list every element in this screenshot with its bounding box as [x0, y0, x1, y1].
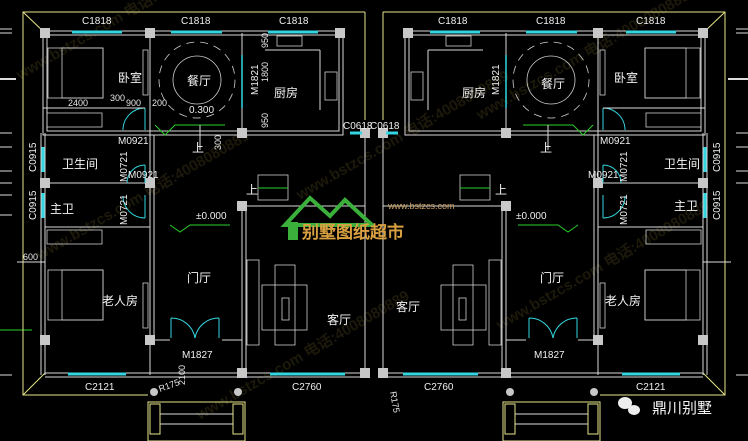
door-label: M1827	[182, 350, 213, 361]
dimension-label: 1800	[260, 62, 270, 82]
room-label-kitchen: 厨房	[462, 85, 486, 100]
labels-right-unit: C1818 C1818 C1818 厨房 M1821 餐厅 卧室 C0618 M…	[370, 16, 723, 414]
dimension-label: 900	[126, 98, 141, 108]
room-label-foyer: 门厅	[540, 270, 564, 285]
watermark-banner: 别墅图纸超市 www.bstzcs.com	[280, 195, 455, 243]
door-label: M0921	[118, 136, 149, 147]
dimension-label: 950	[260, 33, 270, 48]
door-label: M1821	[250, 64, 261, 95]
dimension-label: 2100	[177, 365, 187, 385]
room-label-bedroom: 卧室	[118, 70, 142, 85]
room-label-living: 客厅	[327, 312, 351, 327]
window-label: C0915	[712, 190, 723, 220]
door-label: M0921	[600, 136, 631, 147]
window-label: C2121	[85, 382, 115, 393]
window-label: C1818	[82, 16, 112, 27]
room-label-bedroom: 卧室	[614, 70, 638, 85]
window-label: C2121	[636, 382, 666, 393]
door-label: M0721	[119, 194, 130, 225]
window-label: C0618	[370, 121, 400, 132]
room-label-kitchen: 厨房	[274, 85, 298, 100]
watermark-url: www.bstzcs.com	[387, 201, 455, 211]
room-label-living: 客厅	[396, 299, 420, 314]
axis-ticks-right	[728, 28, 748, 376]
left-unit-plan	[17, 11, 370, 441]
window-label: C0915	[28, 142, 39, 172]
room-label-elder-room: 老人房	[102, 293, 138, 308]
house-logo-icon	[280, 195, 378, 227]
door-label: M0721	[619, 194, 630, 225]
window-label: C1818	[438, 16, 468, 27]
window-label: C1818	[636, 16, 666, 27]
stair-up-label: 上	[192, 141, 204, 155]
room-label-bathroom: 卫生间	[62, 157, 98, 171]
wechat-icon	[618, 397, 632, 409]
watermark-text: www.bstzcs.com 电话:4008080889	[192, 286, 412, 424]
window-label: C1818	[181, 16, 211, 27]
door-label: M1821	[491, 64, 502, 95]
room-label-dining: 餐厅	[187, 73, 211, 88]
room-label-elder-room: 老人房	[605, 293, 641, 308]
stair-up-label: 上	[540, 141, 552, 155]
account-logo: 鼎川别墅	[618, 397, 712, 417]
dimension-label: 300	[213, 135, 223, 150]
door-label: M0721	[119, 151, 130, 182]
room-label-master-bath: 主卫	[50, 202, 74, 216]
level-label: ±0.000	[196, 211, 227, 222]
level-label: 0.300	[189, 105, 214, 116]
axis-ticks-left	[0, 28, 32, 376]
window-label: C1818	[279, 16, 309, 27]
door-label: M0721	[619, 151, 630, 182]
door-label: M0921	[588, 170, 619, 181]
window-label: C0915	[28, 190, 39, 220]
stair-up-label: 上	[495, 183, 507, 197]
watermark-pattern: www.bstzcs.com 电话:4008080889 www.bstzcs.…	[12, 0, 712, 424]
door-label: M1827	[534, 350, 565, 361]
account-name: 鼎川别墅	[652, 399, 712, 417]
room-label-foyer: 门厅	[187, 270, 211, 285]
window-label: C1818	[536, 16, 566, 27]
room-label-bathroom: 卫生间	[664, 157, 700, 171]
dimension-label: 600	[23, 252, 38, 262]
watermark-banner-text: 别墅图纸超市	[301, 222, 404, 243]
dimension-label: R175	[157, 377, 181, 394]
dimension-label: 950	[260, 113, 270, 128]
dimension-label: 2400	[68, 98, 88, 108]
stair-up-label: 上	[246, 183, 258, 197]
level-label: ±0.000	[516, 211, 547, 222]
window-label: C2760	[424, 382, 454, 393]
window-label: C0618	[343, 121, 373, 132]
window-label: C2760	[292, 382, 322, 393]
window-label: C0915	[712, 142, 723, 172]
door-label: M0921	[128, 170, 159, 181]
room-label-dining: 餐厅	[541, 76, 565, 91]
dimension-label: R175	[388, 391, 402, 414]
dimension-label: 200	[152, 98, 167, 108]
room-label-master-bath: 主卫	[674, 199, 698, 213]
dimension-label: 300	[110, 93, 125, 103]
